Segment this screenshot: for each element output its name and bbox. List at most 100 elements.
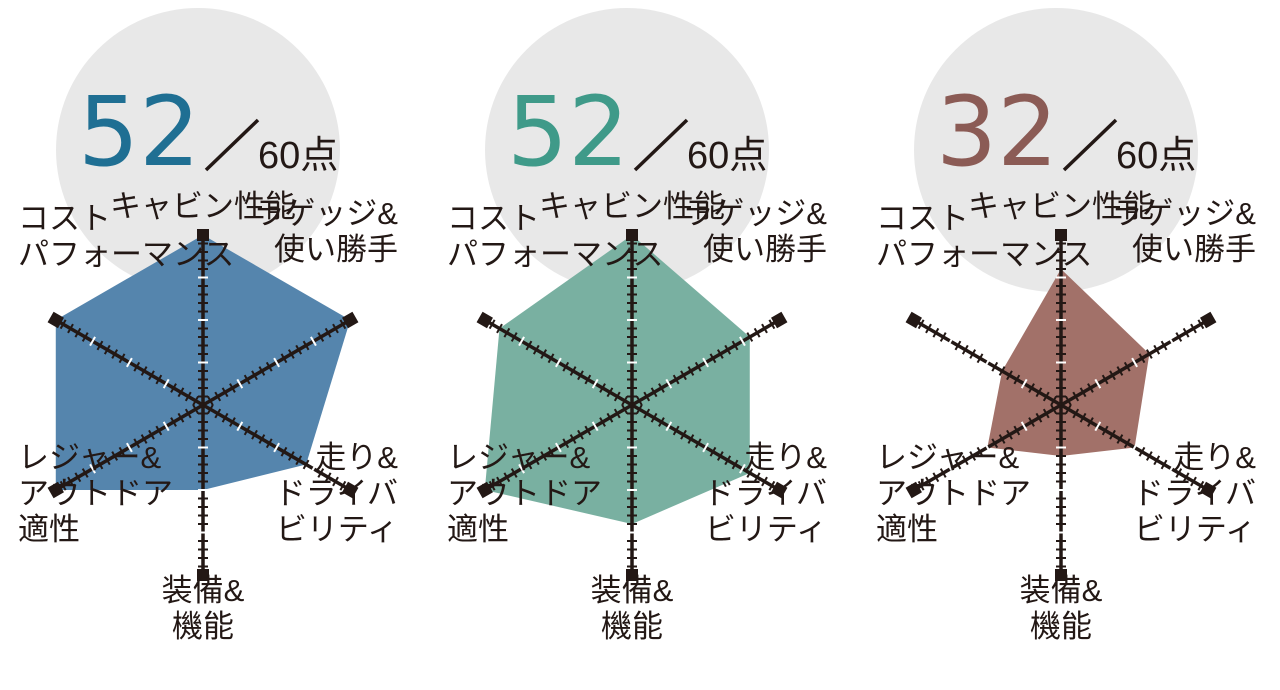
axis-end-marker [1200,481,1217,499]
axis-label-line: パフォーマンス [876,237,1092,272]
axis-label: 装備&機能 [591,573,674,644]
axis-tick [1190,323,1197,334]
axis-tick [746,468,754,478]
axis-tick [1094,421,1102,432]
axis-tick [243,374,251,385]
axis-tick [961,344,969,355]
axis-tick [525,340,533,351]
axis-tick [650,387,658,398]
axis-tick [599,417,606,427]
axis-tick [1145,451,1153,461]
axis-tick [1145,349,1153,359]
axis-tick [273,442,280,453]
axis-tick [1109,429,1116,440]
axis-tick [280,446,288,457]
axis-tick [496,476,503,487]
axis-tick [665,378,673,389]
axis-label-line: 使い勝手 [1132,232,1256,267]
axis-tick [547,353,555,364]
score-circle [56,8,340,292]
axis-label-line: パフォーマンス [447,237,663,272]
axis-tick [162,378,170,389]
axis-end-marker [197,229,209,241]
axis-tick [1042,391,1050,402]
axis-label-line: アウトドア [447,476,602,511]
axis-label-line: 適性 [876,512,938,547]
axis-tick [184,408,192,419]
axis-tick [1116,434,1124,444]
axis-tick [925,476,932,487]
axis-tick [1182,327,1190,338]
axis-tick [1087,383,1094,393]
axis-end-marker [342,311,359,329]
axis-end-marker [626,229,638,241]
axis-tick [339,319,347,330]
axis-tick [96,459,104,470]
axis-tick [59,480,67,491]
score-denominator: 60点 [687,135,767,177]
axis-tick [939,332,947,342]
axis-end-marker [476,481,493,499]
axis-tick [1109,370,1116,381]
axis-tick [192,395,200,406]
axis-tick [569,366,577,376]
axis-label-line: 使い勝手 [274,232,398,267]
axis-tick [1013,425,1021,436]
axis-tick [525,459,533,470]
axis-tick [621,404,629,415]
axis-tick [1035,412,1043,423]
axis-tick [709,446,717,457]
axis-label-line: ドライバ [1133,476,1256,511]
axis-tick [503,327,511,338]
axis-tick [555,442,562,453]
axis-tick [310,463,317,474]
axis-label: コストパフォーマンス [18,201,234,272]
axis-tick [243,425,251,436]
axis-end-marker [1200,311,1217,329]
axis-tick [126,357,133,368]
axis-tick [1050,395,1058,406]
axis-tick [1013,374,1021,385]
axis-tick [332,476,339,487]
axis-label: ラゲッジ&使い勝手 [1111,196,1256,267]
axis-end-marker [476,311,493,329]
axis-tick [118,353,126,364]
axis-label: 装備&機能 [1020,573,1103,644]
axis-tick [295,344,303,355]
axis-tick [680,370,687,381]
score-value: 32 [936,76,1058,188]
axis-tick [287,451,295,461]
axis-tick [236,378,244,389]
axis-tick [1168,336,1175,347]
axis-tick [984,357,991,368]
axis-label-line: 装備& [1020,573,1103,608]
axis-tick [1035,387,1043,398]
axis-tick [1020,378,1028,389]
axis-tick [643,391,651,402]
axis-tick [532,344,540,355]
axis-tick [555,357,562,368]
axis-tick [177,412,185,423]
axis-tick [1028,383,1035,393]
axis-label-line: 適性 [18,512,80,547]
axis-tick [103,344,111,355]
axis-tick [1123,438,1131,449]
axis-tick [991,438,999,449]
axis-tick [1116,366,1124,376]
axis-label-line: キャビン性能 [539,189,725,224]
axis-tick [133,438,141,449]
axis-tick [998,366,1006,376]
axis-label: キャビン性能 [539,189,725,224]
axis-tick [540,349,548,359]
axis-tick [606,387,614,398]
axis-tick [206,395,214,406]
axis-tick [1072,391,1080,402]
axis-tick [1087,417,1094,427]
axis-label: コストパフォーマンス [876,201,1092,272]
axis-label-line: アウトドア [18,476,173,511]
axis-tick [591,378,599,389]
axis-label-line: レジャー& [18,440,161,475]
axis-end-marker [47,311,64,329]
axis-tick [295,455,303,466]
axis-tick [488,480,496,491]
